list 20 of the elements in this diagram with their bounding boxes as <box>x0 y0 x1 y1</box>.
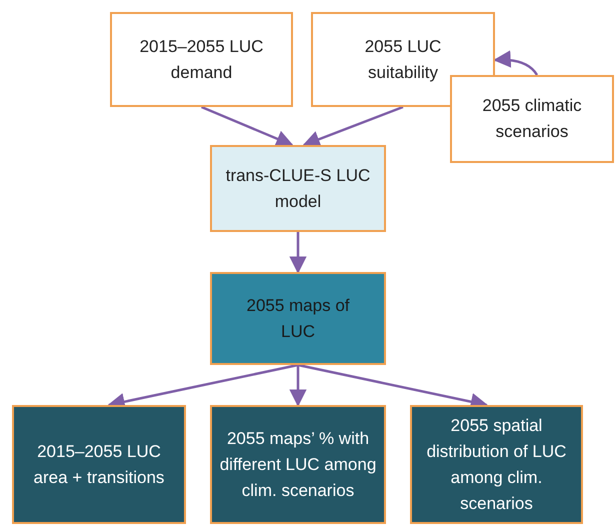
input-box <box>110 12 293 107</box>
node-text: 2055 maps’ % with different LUC among clim. scenarios <box>218 428 378 502</box>
arrow <box>302 106 404 148</box>
result-box <box>210 405 386 524</box>
node-text: 2055 spatial distribution of LUC among clim. scenarios <box>426 414 568 514</box>
arrow <box>201 106 294 147</box>
node-text: 2015–2055 LUC demand <box>138 36 264 84</box>
node-text: trans-CLUE-S LUC model <box>224 164 372 212</box>
arrow <box>289 232 307 274</box>
arrow <box>493 50 538 76</box>
output-box <box>210 272 386 365</box>
model-box <box>210 145 386 232</box>
node-text: 2055 maps of LUC <box>245 294 350 342</box>
result-box <box>410 405 583 524</box>
node-text: 2015–2055 LUC area + transitions <box>32 440 166 488</box>
arrow <box>289 365 307 407</box>
node-text: 2055 LUC suitability <box>364 36 442 84</box>
result-box <box>12 405 186 524</box>
input-box <box>450 75 614 163</box>
node-text: 2055 climatic scenarios <box>481 95 583 143</box>
